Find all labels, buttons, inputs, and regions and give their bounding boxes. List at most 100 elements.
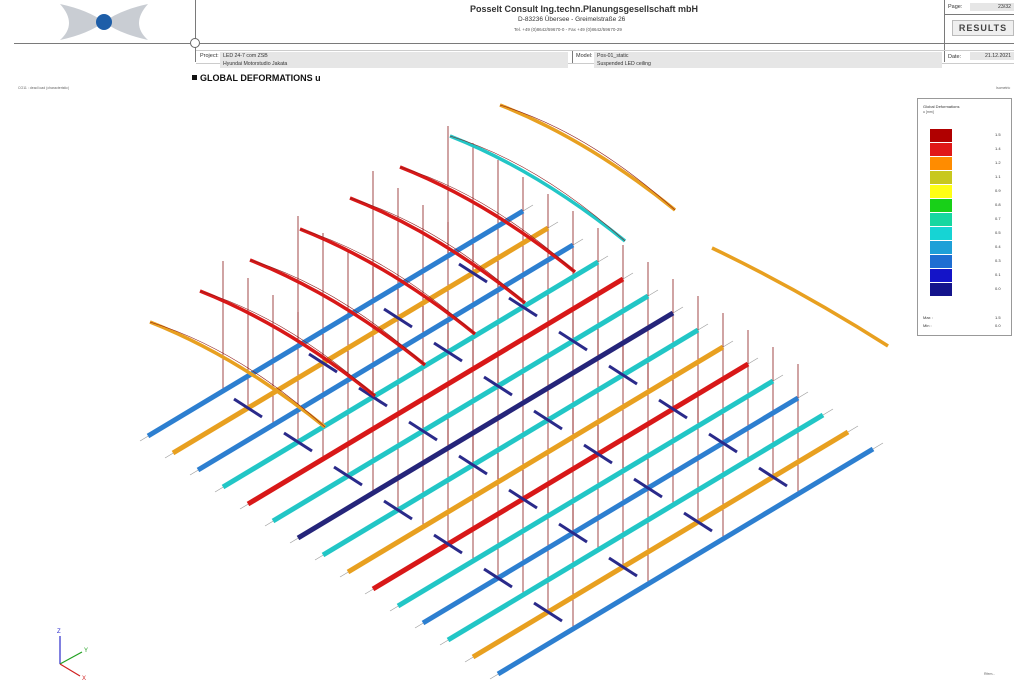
- cross-member: [508, 488, 538, 510]
- cross-member: [433, 533, 463, 555]
- header-rule: [944, 14, 1014, 15]
- header-divider: [944, 0, 945, 62]
- legend-value: 1.5: [995, 132, 1001, 137]
- date-value: 21.12.2021: [970, 52, 1014, 60]
- legend-swatch: [930, 143, 952, 156]
- company-name: Posselt Consult Ing.techn.Planungsgesell…: [470, 4, 699, 14]
- cross-member: [633, 477, 663, 499]
- legend-swatch: [930, 241, 952, 254]
- legend-value: 0.4: [995, 244, 1001, 249]
- support-tree: [149, 320, 327, 429]
- view-caption: Isometric: [996, 86, 1011, 90]
- led-beam: [296, 310, 675, 541]
- cross-member: [308, 352, 338, 374]
- led-beam: [221, 259, 600, 490]
- cross-member: [533, 409, 563, 431]
- support-tree-outline: [149, 321, 326, 428]
- axis-triad: ZYX: [57, 629, 88, 682]
- legend-min-value: 0.0: [995, 323, 1001, 328]
- cross-member: [283, 431, 313, 453]
- support-tree: [299, 227, 477, 336]
- legend-value: 1.1: [995, 174, 1001, 179]
- cross-member: [383, 307, 413, 329]
- x-axis: [59, 663, 81, 677]
- legend-value: 0.8: [995, 202, 1001, 207]
- led-beam: [171, 225, 550, 456]
- led-beams: [146, 208, 875, 677]
- legend-unit: u [mm]: [923, 110, 934, 114]
- cross-member: [358, 386, 388, 408]
- header-rule: [200, 43, 1014, 44]
- legend-value: 0.0: [995, 286, 1001, 291]
- company-contact: Tel. +49 (0)8642/59670-0 - Fax +49 (0)86…: [514, 27, 622, 32]
- report-header: Posselt Consult Ing.techn.Planungsgesell…: [0, 0, 1024, 82]
- header-divider: [572, 50, 573, 64]
- led-beam: [346, 344, 725, 575]
- legend-value: 0.1: [995, 272, 1001, 277]
- project-name: LED 24-7 com ZSB: [220, 52, 568, 60]
- legend-swatch: [930, 171, 952, 184]
- led-beam: [246, 276, 625, 507]
- cross-member: [333, 465, 363, 487]
- support-tree: [249, 258, 427, 367]
- cross-member: [233, 397, 263, 419]
- legend-swatch: [930, 269, 952, 282]
- support-tree-outline: [349, 197, 526, 304]
- legend-value: 0.9: [995, 188, 1001, 193]
- footer-mark: Rfem...: [984, 672, 996, 676]
- y-axis: [59, 651, 83, 665]
- cross-members: [233, 262, 788, 623]
- led-beam: [396, 378, 775, 609]
- legend-swatch: [930, 157, 952, 170]
- y-axis-label: Y: [84, 648, 88, 654]
- legend-swatch: [930, 185, 952, 198]
- legend-swatch: [930, 129, 952, 142]
- support-tree: [349, 196, 527, 305]
- legend-value: 0.3: [995, 258, 1001, 263]
- support-tree-outline: [449, 135, 626, 242]
- legend-max-value: 1.5: [995, 315, 1001, 320]
- support-tree-outline: [199, 290, 376, 397]
- cross-member: [433, 341, 463, 363]
- support-tree: [399, 165, 577, 274]
- model-description: Suspended LED ceiling: [594, 60, 942, 68]
- company-logo: [60, 4, 148, 40]
- section-title: GLOBAL DEFORMATIONS u: [200, 73, 321, 83]
- cross-member: [558, 330, 588, 352]
- project-label: Project:: [200, 53, 219, 59]
- support-tree: [199, 289, 377, 398]
- cross-member: [683, 511, 713, 533]
- led-beam: [146, 208, 525, 439]
- legend-swatch: [930, 227, 952, 240]
- led-beam: [371, 361, 750, 592]
- model-label: Model:: [576, 53, 593, 59]
- legend-swatch: [930, 213, 952, 226]
- legend-value: 0.7: [995, 216, 1001, 221]
- cross-member: [483, 375, 513, 397]
- led-beam: [496, 446, 875, 677]
- cross-member: [383, 499, 413, 521]
- x-axis-label: X: [82, 676, 86, 682]
- led-beam: [421, 395, 800, 626]
- support-tree-outline: [249, 259, 426, 366]
- page-number: 23/32: [970, 3, 1014, 11]
- model-name: Pos-01_static: [594, 52, 942, 60]
- header-ring: [190, 38, 200, 48]
- company-address: D-83236 Übersee - Greimelstraße 26: [518, 16, 626, 23]
- support-tree: [449, 134, 627, 243]
- cross-member: [758, 466, 788, 488]
- legend-value: 1.2: [995, 160, 1001, 165]
- legend-value: 1.4: [995, 146, 1001, 151]
- cross-member: [708, 432, 738, 454]
- led-beam: [471, 429, 850, 660]
- date-label: Date:: [948, 54, 962, 60]
- led-beam: [446, 412, 825, 643]
- header-rule: [14, 43, 190, 44]
- support-tree-outline: [499, 104, 676, 211]
- cross-member: [508, 296, 538, 318]
- results-label: RESULTS: [952, 20, 1014, 36]
- legend-value: 0.5: [995, 230, 1001, 235]
- led-beam: [196, 242, 575, 473]
